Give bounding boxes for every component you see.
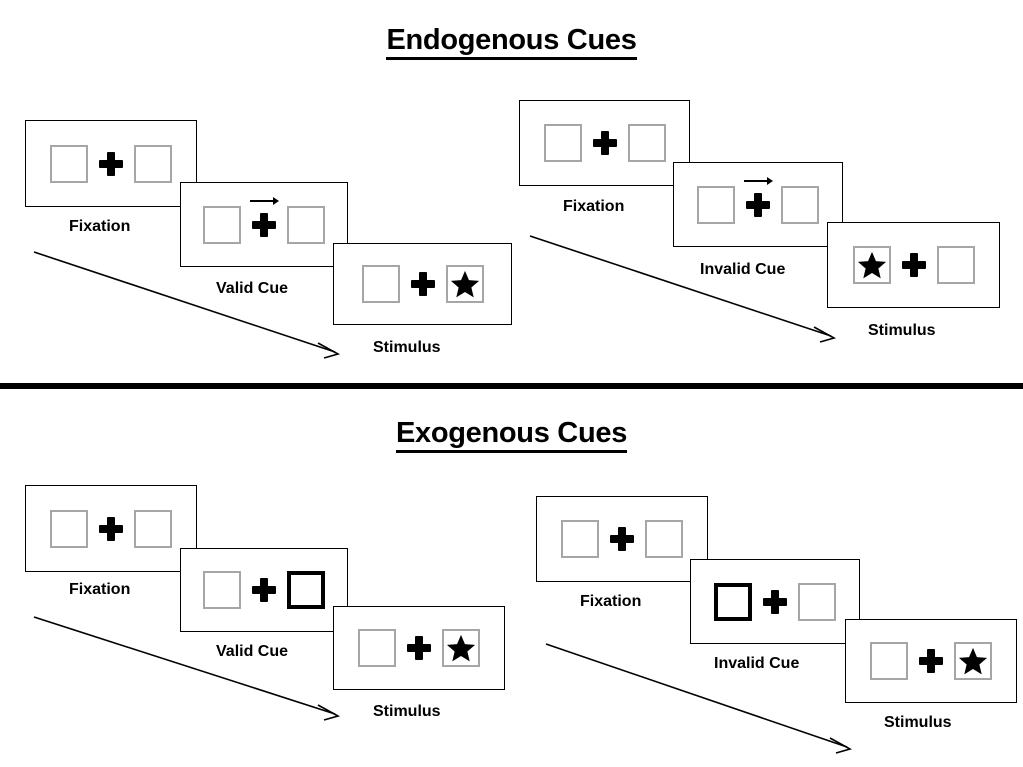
plus-icon <box>251 577 277 603</box>
left-box <box>203 205 241 244</box>
plus-icon <box>609 526 635 552</box>
plus-icon <box>592 130 618 156</box>
caption-endogenous-invalid-cue: Invalid Cue <box>700 261 786 278</box>
left-box <box>50 509 88 548</box>
panel-content <box>561 520 683 558</box>
caption-exogenous-valid-fixation: Fixation <box>69 581 131 598</box>
section-title-endogenous: Endogenous Cues <box>0 24 1023 60</box>
panel-exogenous-valid-stimulus <box>333 606 505 690</box>
right-box <box>134 144 172 183</box>
plus-icon <box>98 516 124 542</box>
left-box <box>361 265 400 303</box>
time-flow-arrow-exogenous-invalid <box>544 640 859 758</box>
panel-endogenous-invalid-fixation <box>519 100 690 186</box>
panel-content <box>361 265 484 303</box>
right-box <box>445 265 484 303</box>
plus-icon <box>918 648 944 674</box>
left-box <box>561 520 599 558</box>
arrow-right-icon <box>743 175 773 187</box>
caption-exogenous-valid-stimulus: Stimulus <box>373 703 441 720</box>
panel-content <box>852 246 975 284</box>
panel-content <box>203 571 325 609</box>
panel-endogenous-valid-stimulus <box>333 243 512 325</box>
left-box <box>870 642 908 680</box>
right-box <box>645 520 683 558</box>
panel-content <box>50 144 172 183</box>
caption-exogenous-invalid-fixation: Fixation <box>580 593 642 610</box>
panel-exogenous-invalid-fixation <box>536 496 708 582</box>
right-box-cued <box>287 571 325 609</box>
plus-icon <box>250 196 279 238</box>
panel-exogenous-invalid-stimulus <box>845 619 1017 703</box>
right-box <box>936 246 975 284</box>
left-box <box>543 124 582 162</box>
left-box <box>358 629 396 667</box>
left-box <box>50 144 88 183</box>
right-box <box>442 629 480 667</box>
right-box <box>627 124 666 162</box>
panel-endogenous-valid-cue <box>180 182 348 267</box>
plus-icon <box>98 151 124 177</box>
right-box <box>287 205 325 244</box>
left-box <box>852 246 891 284</box>
section-title-exogenous-text: Exogenous Cues <box>395 417 627 453</box>
star-icon <box>857 251 886 279</box>
panel-exogenous-invalid-cue <box>690 559 860 644</box>
arrow-right-icon <box>249 195 279 207</box>
panel-exogenous-valid-cue <box>180 548 348 632</box>
plus-icon <box>410 271 436 297</box>
panel-content <box>697 176 819 224</box>
panel-endogenous-invalid-cue <box>673 162 843 247</box>
panel-content <box>870 642 992 680</box>
left-box-cued <box>714 582 752 621</box>
panel-content <box>714 582 836 621</box>
caption-endogenous-valid-stimulus: Stimulus <box>373 339 441 356</box>
panel-exogenous-valid-fixation <box>25 485 197 572</box>
time-flow-arrow-endogenous-invalid <box>528 232 843 347</box>
right-box <box>954 642 992 680</box>
caption-endogenous-valid-fixation: Fixation <box>69 218 131 235</box>
star-icon <box>450 270 479 298</box>
right-box <box>781 185 819 224</box>
panel-content <box>358 629 480 667</box>
caption-endogenous-invalid-fixation: Fixation <box>563 198 625 215</box>
plus-icon <box>901 252 927 278</box>
caption-exogenous-invalid-cue: Invalid Cue <box>714 655 800 672</box>
left-box <box>697 185 735 224</box>
plus-icon <box>744 176 773 218</box>
caption-endogenous-invalid-stimulus: Stimulus <box>868 322 936 339</box>
panel-endogenous-invalid-stimulus <box>827 222 1000 308</box>
section-divider <box>0 383 1023 389</box>
right-box <box>798 582 836 621</box>
right-box <box>134 509 172 548</box>
section-title-exogenous: Exogenous Cues <box>0 417 1023 453</box>
caption-exogenous-valid-cue: Valid Cue <box>216 643 289 660</box>
plus-icon <box>762 589 788 615</box>
panel-content <box>50 509 172 548</box>
panel-endogenous-valid-fixation <box>25 120 197 207</box>
caption-endogenous-valid-cue: Valid Cue <box>216 280 289 297</box>
star-icon <box>958 647 988 675</box>
panel-content <box>543 124 666 162</box>
section-title-endogenous-text: Endogenous Cues <box>386 24 637 60</box>
caption-exogenous-invalid-stimulus: Stimulus <box>884 714 952 731</box>
star-icon <box>446 634 476 662</box>
panel-content <box>203 196 325 244</box>
left-box <box>203 571 241 609</box>
plus-icon <box>406 635 432 661</box>
